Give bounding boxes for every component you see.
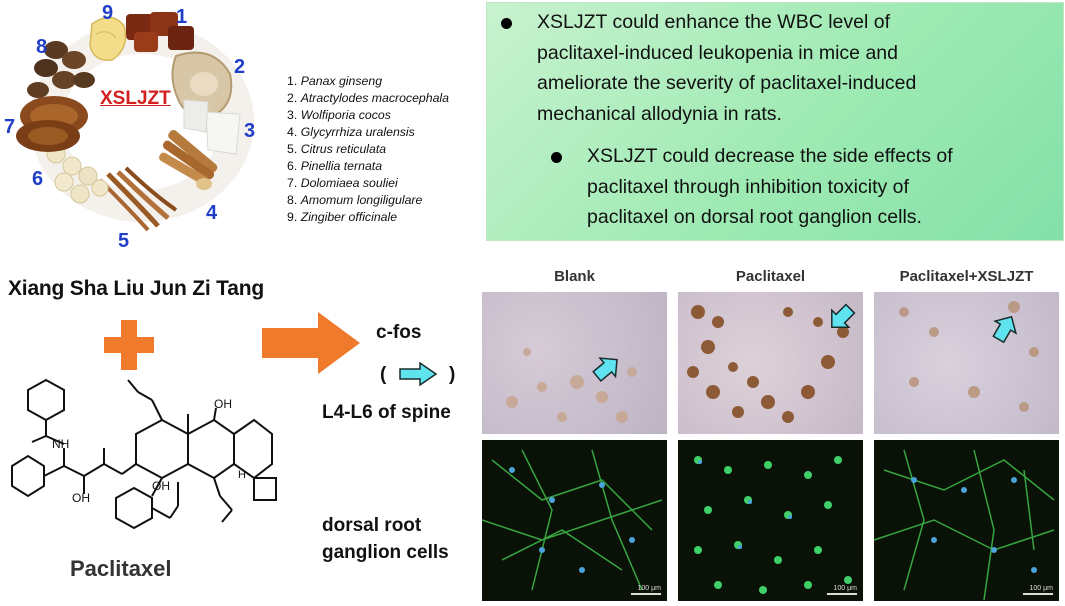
- cfos-label: c-fos: [376, 322, 422, 343]
- herb-3-poria: [183, 99, 241, 155]
- label-oh-left: OH: [72, 491, 90, 505]
- fluo-panel-paclitaxel: 100 μm: [678, 440, 863, 601]
- herb-list-num: 1.: [287, 74, 298, 88]
- herb-list-name: Glycyrrhiza uralensis: [300, 125, 415, 139]
- herb-number-1: 1: [176, 6, 188, 28]
- ihc-panel-blank: [482, 292, 667, 434]
- herb-list-item: 7. Dolomiaea souliei: [287, 175, 449, 192]
- label-nh: NH: [52, 437, 69, 451]
- cyan-arrow-legend-icon: [399, 362, 438, 386]
- herb-number-5: 5: [118, 230, 130, 252]
- herb-number-2: 2: [234, 56, 246, 78]
- herb-ring-center-label: XSLJZT: [100, 88, 171, 109]
- fluo-panel-combo: 100 μm: [874, 440, 1059, 601]
- finding-1-line: paclitaxel-induced leukopenia in mice an…: [537, 41, 898, 64]
- herb-list-item: 6. Pinellia ternata: [287, 158, 449, 175]
- herb-list-name: Panax ginseng: [300, 74, 383, 88]
- herb-list-name: Amomum longiligulare: [300, 193, 423, 207]
- column-header-paclitaxel: Paclitaxel: [735, 268, 806, 285]
- paclitaxel-structure: NH OH OH OH H: [11, 378, 277, 530]
- scale-label: 100 μm: [1029, 585, 1054, 592]
- findings-box: XSLJZT could enhance the WBC level of pa…: [486, 2, 1064, 241]
- result-arrow-icon: [262, 312, 360, 374]
- herb-1-ginseng: [126, 12, 194, 52]
- herb-list-num: 6.: [287, 159, 298, 173]
- label-h: H: [238, 469, 246, 481]
- herb-list-num: 5.: [287, 142, 298, 156]
- ihc-panel-combo: [874, 292, 1059, 434]
- herb-4-licorice: [159, 129, 218, 190]
- herb-list-name: Wolfiporia cocos: [300, 108, 391, 122]
- herb-list-item: 5. Citrus reticulata: [287, 141, 449, 158]
- finding-2-line: XSLJZT could decrease the side effects o…: [587, 145, 953, 167]
- finding-1: XSLJZT could enhance the WBC level of pa…: [537, 7, 916, 129]
- ihc-image-blank: [506, 348, 637, 423]
- label-oh-top: OH: [214, 397, 232, 411]
- herb-9-ginger: [89, 16, 127, 61]
- herb-number-7: 7: [4, 116, 16, 138]
- paclitaxel-label: Paclitaxel: [70, 556, 172, 581]
- finding-1-line: mechanical allodynia in rats.: [537, 102, 782, 125]
- finding-2: XSLJZT could decrease the side effects o…: [587, 141, 953, 233]
- bullet-dot-2: [551, 152, 562, 163]
- column-header-blank: Blank: [554, 268, 595, 285]
- herb-list-num: 8.: [287, 193, 298, 207]
- herb-ring-figure: 1 2 3 4 5 6 7 8 9 XSLJZT: [4, 2, 270, 252]
- paren-close: ): [449, 364, 456, 385]
- herb-8-amomum: [27, 41, 95, 98]
- herb-list-num: 4.: [287, 125, 298, 139]
- drg-label-line: dorsal root: [322, 515, 422, 536]
- herb-list-name: Pinellia ternata: [300, 159, 383, 173]
- ihc-panel-paclitaxel: [678, 292, 863, 434]
- herb-list-name: Zingiber officinale: [300, 210, 398, 224]
- fluo-panel-blank: 100 μm: [482, 440, 667, 601]
- herb-list-item: 1. Panax ginseng: [287, 73, 449, 90]
- herb-list-name: Dolomiaea souliei: [300, 176, 398, 190]
- fluo-image-paclitaxel: [694, 456, 852, 594]
- scale-bar: [827, 593, 857, 595]
- herb-list-num: 3.: [287, 108, 298, 122]
- scale-bar: [1023, 593, 1053, 595]
- herb-list-num: 7.: [287, 176, 298, 190]
- drg-label-line: ganglion cells: [322, 542, 449, 563]
- plus-icon: [104, 320, 154, 370]
- finding-1-line: XSLJZT could enhance the WBC level of: [537, 11, 890, 33]
- herb-list-num: 9.: [287, 210, 298, 224]
- ihc-image-paclitaxel: [687, 303, 856, 423]
- finding-1-line: ameliorate the severity of paclitaxel-in…: [537, 72, 917, 94]
- fluo-image-blank: [482, 449, 663, 591]
- herb-7-dolomiaea: [16, 96, 88, 152]
- herb-number-8: 8: [36, 36, 48, 58]
- herb-list-name: Atractylodes macrocephala: [300, 91, 450, 105]
- scale-bar: [631, 593, 661, 595]
- herb-list-item: 8. Amomum longiligulare: [287, 192, 449, 209]
- spine-label: L4-L6 of spine: [322, 402, 451, 423]
- herb-list-name: Citrus reticulata: [300, 142, 387, 156]
- herb-number-9: 9: [102, 2, 114, 24]
- scale-label: 100 μm: [637, 585, 662, 592]
- herb-list-num: 2.: [287, 91, 298, 105]
- herb-list-item: 3. Wolfiporia cocos: [287, 107, 449, 124]
- herb-list-item: 2. Atractylodes macrocephala: [287, 90, 449, 107]
- label-oh-bottom: OH: [152, 479, 170, 493]
- column-header-combo: Paclitaxel+XSLJZT: [899, 268, 1034, 285]
- finding-2-line: paclitaxel on dorsal root ganglion cells…: [587, 206, 922, 228]
- paren-open: (: [380, 364, 387, 385]
- scale-label: 100 μm: [833, 585, 858, 592]
- herb-list: 1. Panax ginseng 2. Atractylodes macroce…: [287, 73, 449, 226]
- herb-list-item: 4. Glycyrrhiza uralensis: [287, 124, 449, 141]
- finding-2-line: paclitaxel through inhibition toxicity o…: [587, 175, 909, 198]
- herb-number-6: 6: [32, 168, 44, 190]
- ihc-image-combo: [899, 301, 1039, 412]
- fluo-image-combo: [874, 449, 1055, 601]
- herb-number-4: 4: [206, 202, 218, 224]
- herb-number-3: 3: [244, 120, 256, 142]
- formula-name: Xiang Sha Liu Jun Zi Tang: [8, 277, 264, 300]
- drg-label: dorsal root ganglion cells: [322, 512, 449, 566]
- herb-ring-illustration: [16, 12, 254, 232]
- herb-list-item: 9. Zingiber officinale: [287, 209, 449, 226]
- bullet-dot-1: [501, 18, 512, 29]
